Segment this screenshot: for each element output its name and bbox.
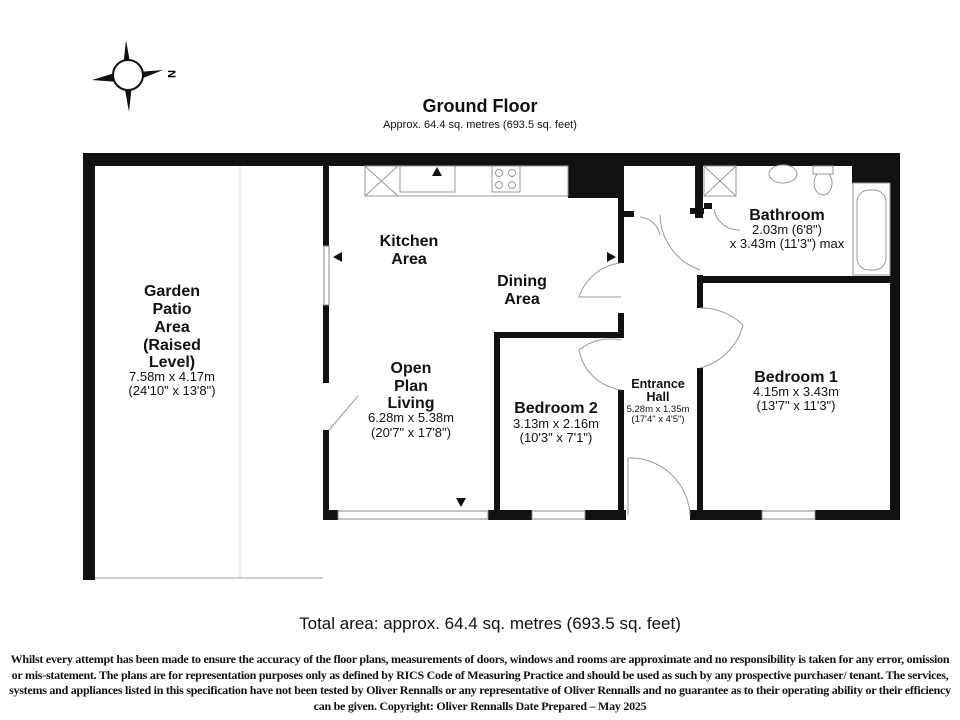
compass-icon: N [92, 40, 177, 112]
svg-text:Dining: Dining [497, 273, 547, 290]
basin-icon [768, 164, 798, 184]
hob-icon [491, 165, 521, 193]
svg-text:Area: Area [391, 251, 427, 268]
svg-text:x 3.43m (11'3") max: x 3.43m (11'3") max [730, 236, 845, 251]
label-bedroom-2: Bedroom 2 3.13m x 2.16m (10'3" x 7'1") [513, 400, 599, 445]
label-living: Open Plan Living 6.28m x 5.38m (20'7" x … [368, 360, 454, 440]
walls [83, 153, 900, 520]
label-bathroom: Bathroom 2.03m (6'8") x 3.43m (11'3") ma… [730, 207, 845, 251]
svg-text:5.28m x 1.35m: 5.28m x 1.35m [627, 404, 690, 415]
sink-icon [399, 165, 456, 193]
svg-text:(24'10" x 13'8"): (24'10" x 13'8") [128, 383, 215, 398]
svg-text:(20'7" x 17'8"): (20'7" x 17'8") [371, 425, 451, 440]
svg-text:(Raised: (Raised [143, 337, 201, 354]
windows [323, 245, 816, 520]
svg-text:4.15m x 3.43m: 4.15m x 3.43m [753, 384, 839, 399]
svg-text:Hall: Hall [647, 390, 670, 404]
total-area: Total area: approx. 64.4 sq. metres (693… [299, 614, 681, 633]
svg-text:Plan: Plan [394, 378, 428, 395]
svg-text:6.28m x 5.38m: 6.28m x 5.38m [368, 410, 454, 425]
label-kitchen: Kitchen Area [380, 233, 439, 268]
bathroom-fittings [703, 164, 891, 276]
svg-text:2.03m (6'8"): 2.03m (6'8") [752, 222, 822, 237]
svg-text:3.13m x 2.16m: 3.13m x 2.16m [513, 416, 599, 431]
svg-text:7.58m x 4.17m: 7.58m x 4.17m [129, 369, 215, 384]
svg-text:Living: Living [387, 395, 434, 412]
svg-text:(13'7" x 11'3"): (13'7" x 11'3") [757, 398, 836, 413]
svg-text:Patio: Patio [152, 301, 191, 318]
svg-text:Bedroom 1: Bedroom 1 [754, 369, 838, 386]
doors [328, 208, 744, 516]
svg-text:Entrance: Entrance [631, 377, 685, 391]
label-entrance-hall: Entrance Hall 5.28m x 1.35m (17'4" x 4'5… [627, 377, 690, 425]
disclaimer: Whilst every attempt has been made to en… [9, 652, 951, 713]
garden-patio-area [83, 153, 323, 580]
label-bedroom-1: Bedroom 1 4.15m x 3.43m (13'7" x 11'3") [753, 369, 839, 413]
toilet-icon [813, 170, 833, 196]
svg-text:(10'3" x 7'1"): (10'3" x 7'1") [520, 430, 593, 445]
floor-area-subtitle: Approx. 64.4 sq. metres (693.5 sq. feet) [383, 119, 577, 131]
svg-text:Area: Area [504, 291, 540, 308]
svg-text:Bathroom: Bathroom [749, 207, 825, 224]
svg-text:(17'4" x 4'5"): (17'4" x 4'5") [631, 414, 684, 425]
floor-title: Ground Floor [422, 96, 538, 116]
svg-text:Level): Level) [149, 354, 195, 371]
svg-text:Area: Area [154, 319, 190, 336]
svg-text:Open: Open [391, 360, 432, 377]
svg-text:Bedroom 2: Bedroom 2 [514, 400, 598, 417]
label-garden: Garden Patio Area (Raised Level) 7.58m x… [128, 283, 215, 398]
compass-north-label: N [165, 70, 177, 78]
direction-arrows [333, 167, 616, 507]
svg-text:Kitchen: Kitchen [380, 233, 439, 250]
kitchen-counter [364, 165, 569, 197]
svg-text:Garden: Garden [144, 283, 200, 300]
label-dining: Dining Area [497, 273, 547, 308]
